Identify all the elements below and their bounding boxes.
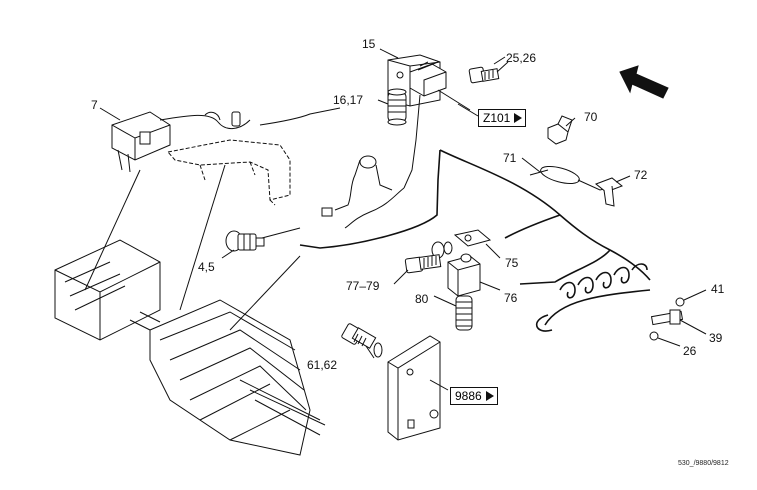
- label-72: 72: [634, 168, 648, 182]
- label-77-79: 77–79: [346, 279, 380, 293]
- bolt-61-62: [341, 323, 383, 358]
- solenoid-76: [447, 253, 481, 297]
- label-7: 7: [91, 98, 98, 112]
- label-26: 26: [683, 344, 697, 358]
- label-25-26: 25,26: [506, 51, 537, 65]
- label-4-5: 4,5: [198, 260, 215, 274]
- plate-75: [453, 229, 492, 247]
- ref-9886-text: 9886: [455, 389, 482, 403]
- drawing-code: 530_/9880/9812: [678, 460, 729, 467]
- direction-arrow-icon: [619, 65, 669, 99]
- clip-70: [547, 115, 573, 145]
- connector-block: [409, 61, 447, 97]
- connector-cable: [321, 155, 405, 229]
- label-39: 39: [709, 331, 723, 345]
- ref-9886[interactable]: 9886: [450, 387, 498, 405]
- label-41: 41: [711, 282, 725, 296]
- label-61-62: 61,62: [307, 358, 338, 372]
- housing-assembly: [54, 239, 326, 456]
- label-71: 71: [503, 151, 517, 165]
- frame-outline: [167, 139, 291, 206]
- leader-lines: [84, 48, 707, 391]
- coiled-cable: [536, 263, 651, 332]
- play-triangle-icon: [514, 113, 523, 123]
- ref-z101-text: Z101: [483, 111, 511, 125]
- switch-7: [111, 111, 171, 173]
- spring-80: [455, 295, 473, 331]
- label-76: 76: [504, 291, 518, 305]
- play-triangle-icon: [485, 391, 494, 401]
- label-16-17: 16,17: [333, 93, 364, 107]
- bolt-77-79: [404, 241, 453, 274]
- bolt-25-26: [468, 61, 509, 84]
- bracket-9886: [387, 335, 441, 441]
- label-15: 15: [362, 37, 376, 51]
- socket-4-5: [225, 227, 301, 252]
- label-70: 70: [584, 110, 598, 124]
- clip-72: [595, 177, 623, 207]
- part-41-39-26: [649, 297, 685, 341]
- grommet-16-17: [387, 88, 407, 126]
- cable-tie-71: [529, 165, 609, 191]
- label-75: 75: [505, 256, 519, 270]
- main-harness-cable: [439, 149, 651, 281]
- label-80: 80: [415, 292, 429, 306]
- ref-z101[interactable]: Z101: [478, 109, 527, 127]
